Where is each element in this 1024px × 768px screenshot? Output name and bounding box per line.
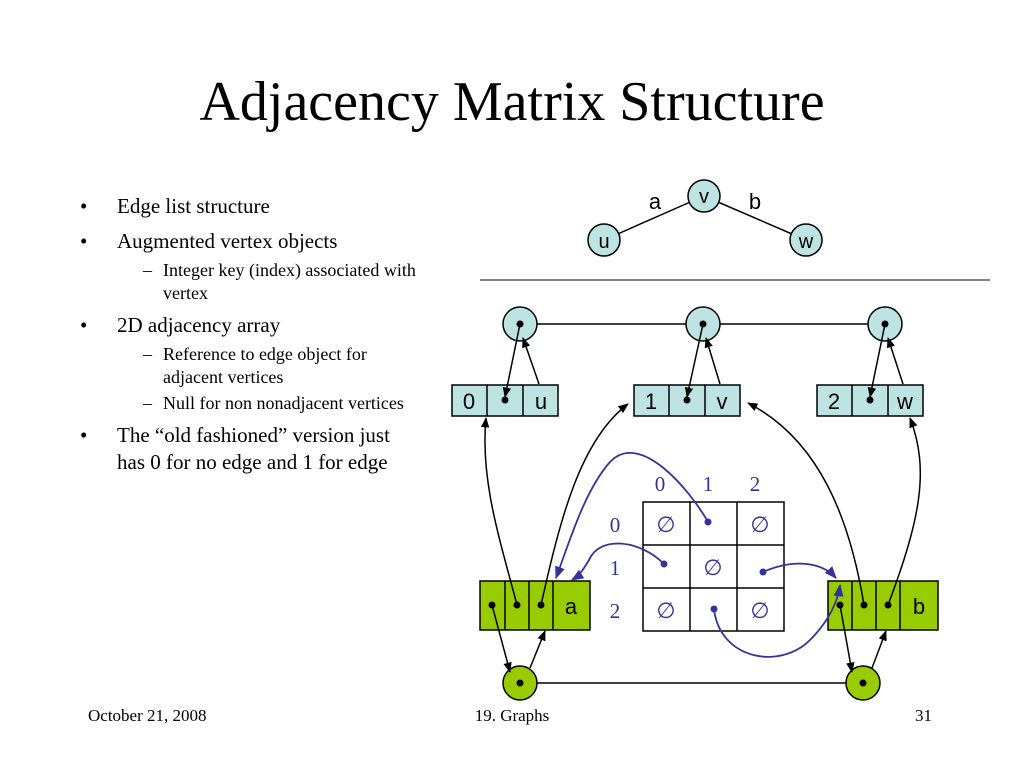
null-cell: ∅ bbox=[750, 598, 769, 623]
bullet-text: 2D adjacency array bbox=[117, 313, 281, 337]
pointer-dot bbox=[501, 396, 509, 404]
adjacency-matrix: 0 1 2 0 1 2 ∅ ∅ ∅ ∅ ∅ bbox=[610, 472, 785, 632]
arrow bbox=[839, 604, 855, 674]
vertex-element: v bbox=[717, 389, 728, 414]
page-number: 31 bbox=[915, 706, 932, 725]
sub-bullet-item: –Reference to edge object for adjacent v… bbox=[80, 343, 420, 389]
graph-edge-b-label: b bbox=[749, 189, 761, 214]
edge-element: a bbox=[565, 594, 578, 619]
bullet-item: • Edge list structure bbox=[80, 193, 420, 220]
null-cell: ∅ bbox=[656, 512, 675, 537]
arrow bbox=[704, 336, 721, 385]
footer-date: October 21, 2008 bbox=[88, 706, 207, 725]
sub-bullet-item: –Integer key (index) associated with ver… bbox=[80, 259, 420, 305]
arrow bbox=[886, 337, 904, 385]
small-graph: v u w a b bbox=[587, 179, 823, 257]
graph-vertex-w-label: w bbox=[798, 231, 814, 253]
graph-vertex-v bbox=[687, 179, 721, 213]
bullet-marker: • bbox=[80, 313, 88, 337]
sub-bullet-marker: – bbox=[143, 393, 152, 413]
vertex-record-2: 2 w bbox=[816, 384, 924, 417]
edge-record-arrows bbox=[480, 402, 922, 674]
matrix-row-header: 2 bbox=[610, 599, 621, 623]
edge-record-a: a bbox=[479, 580, 591, 631]
pointer-dot bbox=[859, 679, 867, 687]
matrix-col-header: 1 bbox=[703, 472, 714, 496]
bullet-text: Edge list structure bbox=[117, 194, 270, 218]
graph-vertex-w bbox=[789, 223, 823, 257]
vertex-record-1: 1 v bbox=[633, 384, 741, 417]
arrow bbox=[867, 323, 886, 399]
bullet-text: The “old fashioned” version just has 0 f… bbox=[117, 423, 390, 474]
bullet-item: • 2D adjacency array bbox=[80, 312, 420, 339]
vertex-element: w bbox=[896, 389, 913, 414]
bullet-item: • The “old fashioned” version just has 0 … bbox=[80, 422, 420, 476]
matrix-row-header: 0 bbox=[610, 513, 621, 537]
matrix-row-header: 1 bbox=[610, 556, 621, 580]
graph-edge-a-line bbox=[603, 195, 705, 241]
bullet-list: • Edge list structure • Augmented vertex o… bbox=[80, 193, 420, 484]
graph-vertex-u-label: u bbox=[598, 231, 609, 253]
null-cell: ∅ bbox=[750, 512, 769, 537]
edge-sequence bbox=[502, 665, 881, 701]
pointer-dot bbox=[516, 679, 524, 687]
sub-bullet-text: Reference to edge object for adjacent ve… bbox=[163, 344, 367, 387]
edge-record-box bbox=[479, 580, 591, 631]
arrow bbox=[502, 323, 521, 399]
arrow bbox=[684, 323, 704, 399]
null-cell: ∅ bbox=[656, 598, 675, 623]
arrow bbox=[529, 630, 546, 669]
vertex-element: u bbox=[535, 389, 547, 414]
edge-record-b: b bbox=[827, 580, 939, 631]
arrow bbox=[747, 402, 865, 606]
sub-bullet-marker: – bbox=[143, 344, 152, 364]
arrow bbox=[540, 403, 629, 606]
graph-edge-a-label: a bbox=[649, 189, 662, 214]
edge-record-box bbox=[827, 580, 939, 631]
vertex-index: 1 bbox=[645, 389, 657, 414]
vertex-record-0: 0 u bbox=[451, 384, 559, 417]
bullet-marker: • bbox=[80, 423, 88, 447]
arrow bbox=[713, 583, 844, 658]
footer-section: 19. Graphs bbox=[474, 706, 550, 725]
arrow bbox=[570, 542, 665, 581]
vertex-index: 0 bbox=[463, 389, 475, 414]
graph-vertex-v-label: v bbox=[699, 186, 709, 208]
matrix-col-header: 0 bbox=[655, 472, 666, 496]
arrow bbox=[762, 562, 837, 579]
position-record-arrows bbox=[502, 323, 904, 399]
graph-edge-b-line bbox=[703, 195, 807, 241]
null-cell: ∅ bbox=[703, 555, 722, 580]
slide-title: Adjacency Matrix Structure bbox=[199, 71, 825, 133]
bullet-marker: • bbox=[80, 229, 88, 253]
arrow bbox=[555, 452, 709, 580]
sub-bullet-text: Integer key (index) associated with vert… bbox=[163, 260, 416, 303]
pointer-dot bbox=[683, 396, 691, 404]
vertex-index: 2 bbox=[828, 389, 840, 414]
edge-element: b bbox=[913, 594, 925, 619]
bullet-marker: • bbox=[80, 194, 88, 218]
arrow bbox=[480, 416, 518, 606]
arrow bbox=[871, 630, 887, 669]
sub-bullet-item: –Null for non nonadjacent vertices bbox=[80, 392, 420, 415]
sub-bullet-marker: – bbox=[143, 260, 152, 280]
sub-bullet-text: Null for non nonadjacent vertices bbox=[163, 393, 404, 413]
arrow bbox=[887, 417, 922, 606]
bullet-item: • Augmented vertex objects bbox=[80, 228, 420, 255]
matrix-pointer-arrows bbox=[555, 452, 844, 658]
pointer-dot bbox=[866, 396, 874, 404]
matrix-col-header: 2 bbox=[750, 472, 761, 496]
bullet-text: Augmented vertex objects bbox=[117, 229, 338, 253]
graph-vertex-u bbox=[587, 223, 621, 257]
arrow bbox=[522, 337, 540, 385]
arrow bbox=[491, 604, 512, 674]
